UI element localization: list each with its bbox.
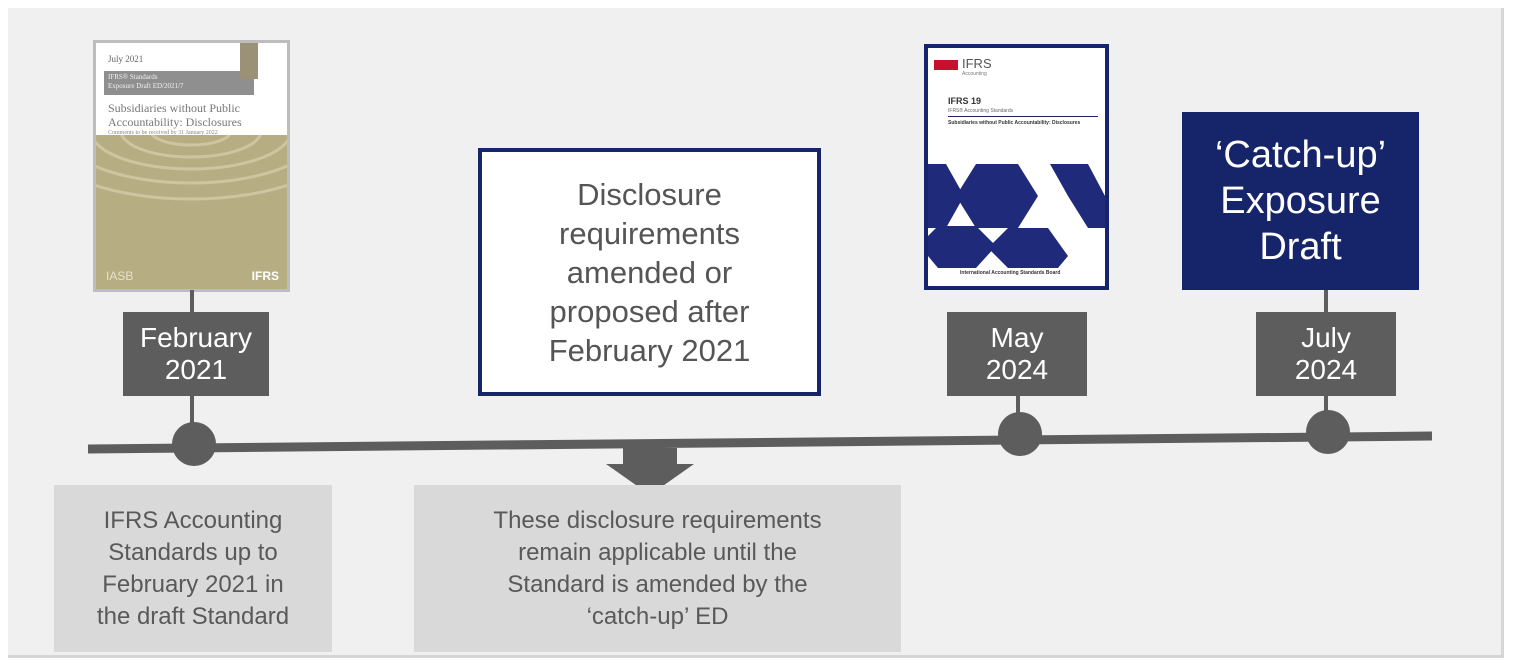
connector-feb-2021-bottom xyxy=(190,396,194,426)
cover-logo-sub: Accounting xyxy=(962,71,987,77)
cover-standard-number: IFRS 19 xyxy=(948,96,982,106)
exposure-draft-2021-cover: July 2021 IFRS® Standards Exposure Draft… xyxy=(93,40,290,292)
milestone-month: May xyxy=(990,322,1044,353)
cover-ifrs-logo: IFRS xyxy=(251,269,279,283)
milestone-month: February xyxy=(139,322,253,353)
milestone-year: 2024 xyxy=(985,354,1049,385)
down-arrow-icon xyxy=(606,448,694,495)
note-left-text: IFRS Accounting Standards up to February… xyxy=(96,506,290,630)
cover-publisher: IASB xyxy=(106,269,134,283)
catch-up-exposure-draft-box: ‘Catch-up’ Exposure Draft xyxy=(1182,112,1419,290)
connector-may-2024 xyxy=(1016,396,1020,416)
connector-jul-2024-top xyxy=(1324,290,1328,312)
note-middle-text: These disclosure requirements remain app… xyxy=(493,506,822,630)
note-requirements-remain-applicable: These disclosure requirements remain app… xyxy=(414,485,901,652)
amendments-text: Disclosure requirements amended or propo… xyxy=(548,176,751,368)
milestone-year: 2021 xyxy=(164,354,228,385)
cover-title: Subsidiaries without Public Accountabili… xyxy=(948,120,1081,126)
concentric-arcs-graphic xyxy=(96,135,287,201)
note-standards-up-to-feb-2021: IFRS Accounting Standards up to February… xyxy=(54,485,332,652)
exposure-draft-label: ‘Catch-up’ Exposure Draft xyxy=(1214,134,1387,268)
milestone-may-2024: May 2024 xyxy=(947,312,1087,396)
milestone-month: July xyxy=(1301,322,1351,353)
cover-comments-line: Comments to be received by 31 January 20… xyxy=(108,130,218,136)
cover-date-line: July 2021 xyxy=(108,54,144,64)
timeline-node-jul-2024 xyxy=(1306,410,1350,454)
cover-standard-line: IFRS® Standards Exposure Draft ED/2021/7 xyxy=(108,73,184,90)
milestone-year: 2024 xyxy=(1294,354,1358,385)
cover-ifrs-logo: IFRS xyxy=(962,56,992,71)
amendments-after-feb-2021-box: Disclosure requirements amended or propo… xyxy=(478,148,821,396)
timeline-node-feb-2021 xyxy=(172,422,216,466)
timeline-node-may-2024 xyxy=(998,412,1042,456)
ifrs-19-cover: IFRS Accounting IFRS 19 IFRS® Accounting… xyxy=(924,44,1109,290)
connector-jul-2024-bottom xyxy=(1324,396,1328,414)
cover-title: Subsidiaries without Public Accountabili… xyxy=(108,101,242,129)
cover-footer: International Accounting Standards Board xyxy=(960,270,1061,276)
hexagon-pattern-graphic xyxy=(928,164,1105,268)
milestone-jul-2024: July 2024 xyxy=(1256,312,1396,396)
cover-standard-series: IFRS® Accounting Standards xyxy=(948,108,1014,114)
milestone-feb-2021: February 2021 xyxy=(123,312,269,396)
